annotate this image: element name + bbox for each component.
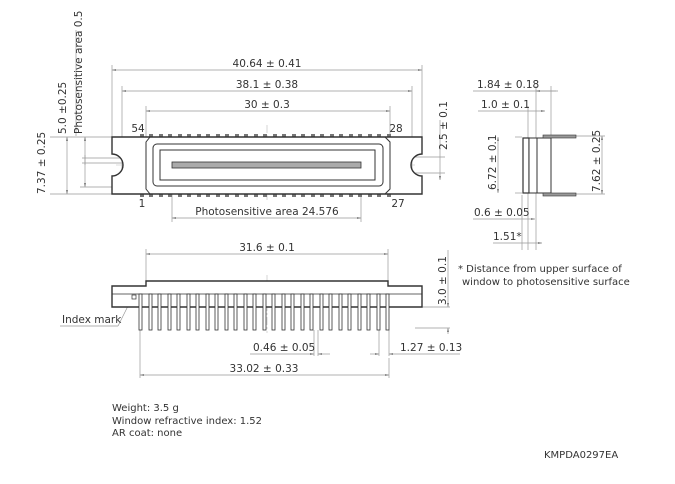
- svg-text:3.0 ± 0.1: 3.0 ± 0.1: [437, 256, 449, 305]
- svg-text:7.62 ± 0.25: 7.62 ± 0.25: [591, 130, 603, 192]
- photosensitive-area: [171, 161, 362, 169]
- footnote-line: window to photosensitive surface: [462, 276, 630, 288]
- svg-text:7.37 ± 0.25: 7.37 ± 0.25: [36, 132, 48, 194]
- svg-text:33.02 ± 0.33: 33.02 ± 0.33: [230, 363, 299, 375]
- svg-text:Index mark: Index mark: [62, 314, 122, 326]
- svg-text:54: 54: [131, 123, 145, 135]
- svg-text:28: 28: [389, 123, 402, 135]
- svg-text:40.64 ± 0.41: 40.64 ± 0.41: [233, 58, 302, 70]
- svg-text:1.27 ± 0.13: 1.27 ± 0.13: [400, 342, 462, 354]
- front-view: [60, 249, 460, 378]
- svg-text:6.72 ± 0.1: 6.72 ± 0.1: [487, 134, 499, 190]
- footnote: * Distance from upper surface of window …: [458, 264, 630, 289]
- svg-text:1.0 ± 0.1: 1.0 ± 0.1: [481, 99, 530, 111]
- svg-text:2.5 ± 0.1: 2.5 ± 0.1: [438, 101, 450, 150]
- svg-text:5.0 ±0.25: 5.0 ±0.25: [57, 82, 69, 134]
- footnote-line: * Distance from upper surface of: [458, 264, 622, 275]
- svg-text:27: 27: [391, 198, 404, 210]
- svg-text:0.46 ± 0.05: 0.46 ± 0.05: [253, 342, 315, 354]
- drawing-code: KMPDA0297EA: [544, 450, 619, 461]
- svg-text:38.1 ± 0.38: 38.1 ± 0.38: [236, 79, 298, 91]
- svg-text:1.51*: 1.51*: [493, 231, 522, 243]
- side-view: [473, 86, 605, 250]
- specs-block: Weight: 3.5 g Window refractive index: 1…: [112, 403, 262, 441]
- spec-weight: Weight: 3.5 g: [112, 403, 179, 414]
- svg-text:Photosensitive area 0.5: Photosensitive area 0.5: [73, 11, 85, 134]
- index-mark: [131, 294, 137, 300]
- pin-row: [140, 134, 391, 197]
- lead-row: [138, 293, 390, 331]
- svg-text:0.6 ± 0.05: 0.6 ± 0.05: [474, 207, 530, 219]
- spec-refractive-index: Window refractive index: 1.52: [112, 415, 263, 427]
- svg-text:1.84 ± 0.18: 1.84 ± 0.18: [477, 79, 539, 91]
- svg-text:31.6 ± 0.1: 31.6 ± 0.1: [239, 242, 295, 254]
- svg-text:30 ± 0.3: 30 ± 0.3: [244, 99, 290, 111]
- svg-text:1: 1: [139, 198, 146, 210]
- svg-text:Photosensitive area 24.576: Photosensitive area 24.576: [195, 206, 339, 218]
- spec-ar-coat: AR coat: none: [112, 428, 183, 439]
- top-view: [50, 30, 445, 222]
